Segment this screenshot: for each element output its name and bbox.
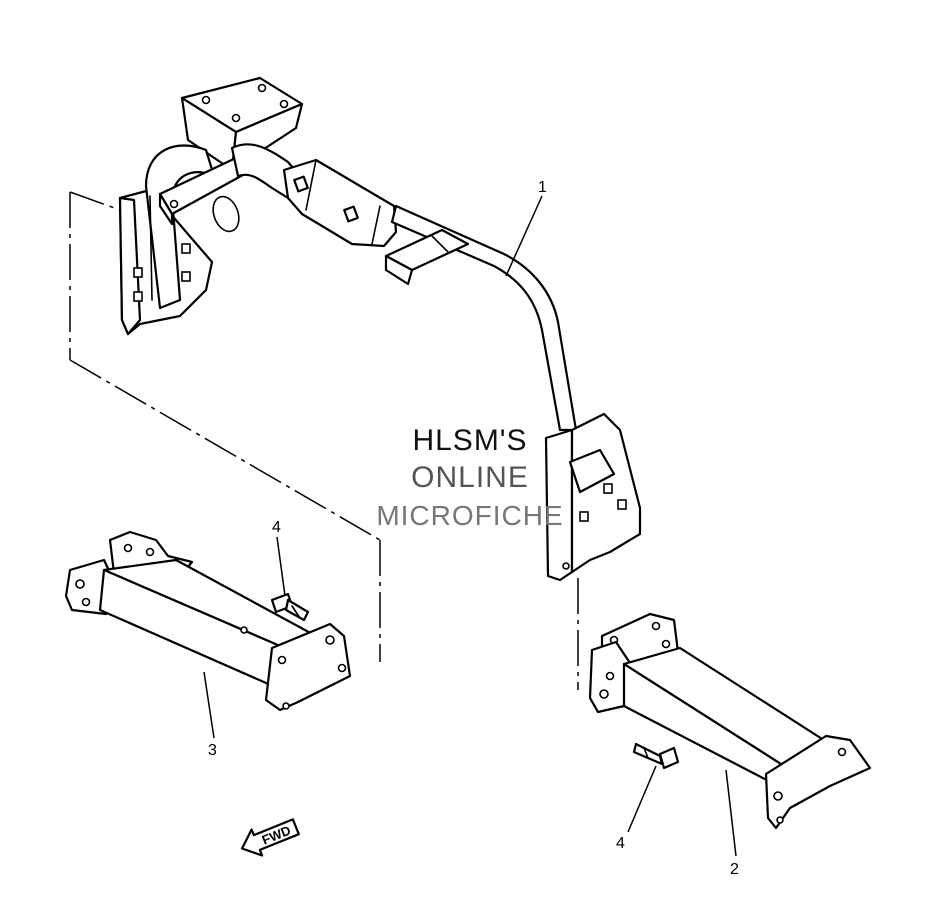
part-1-tube-bracket: [118, 76, 642, 582]
fwd-arrow-icon: FWD: [240, 818, 300, 857]
watermark-line-3: MICROFICHE: [376, 500, 564, 531]
part-4-bolt-lower: [632, 742, 680, 770]
alignment-guides: [69, 191, 579, 690]
callout-1: 1: [538, 179, 547, 196]
callout-4-lower: 4: [616, 835, 625, 852]
part-2-right-bracket: [588, 612, 872, 830]
callout-leaders: [203, 195, 737, 857]
part-4-bolt-upper: [270, 592, 310, 622]
callout-2: 2: [730, 861, 739, 878]
callout-3: 3: [208, 742, 217, 759]
watermark-line-2: ONLINE: [411, 461, 529, 494]
part-3-left-bracket: [64, 530, 352, 712]
callout-4-upper: 4: [272, 519, 281, 536]
watermark-line-1: HLSM'S: [412, 424, 528, 457]
